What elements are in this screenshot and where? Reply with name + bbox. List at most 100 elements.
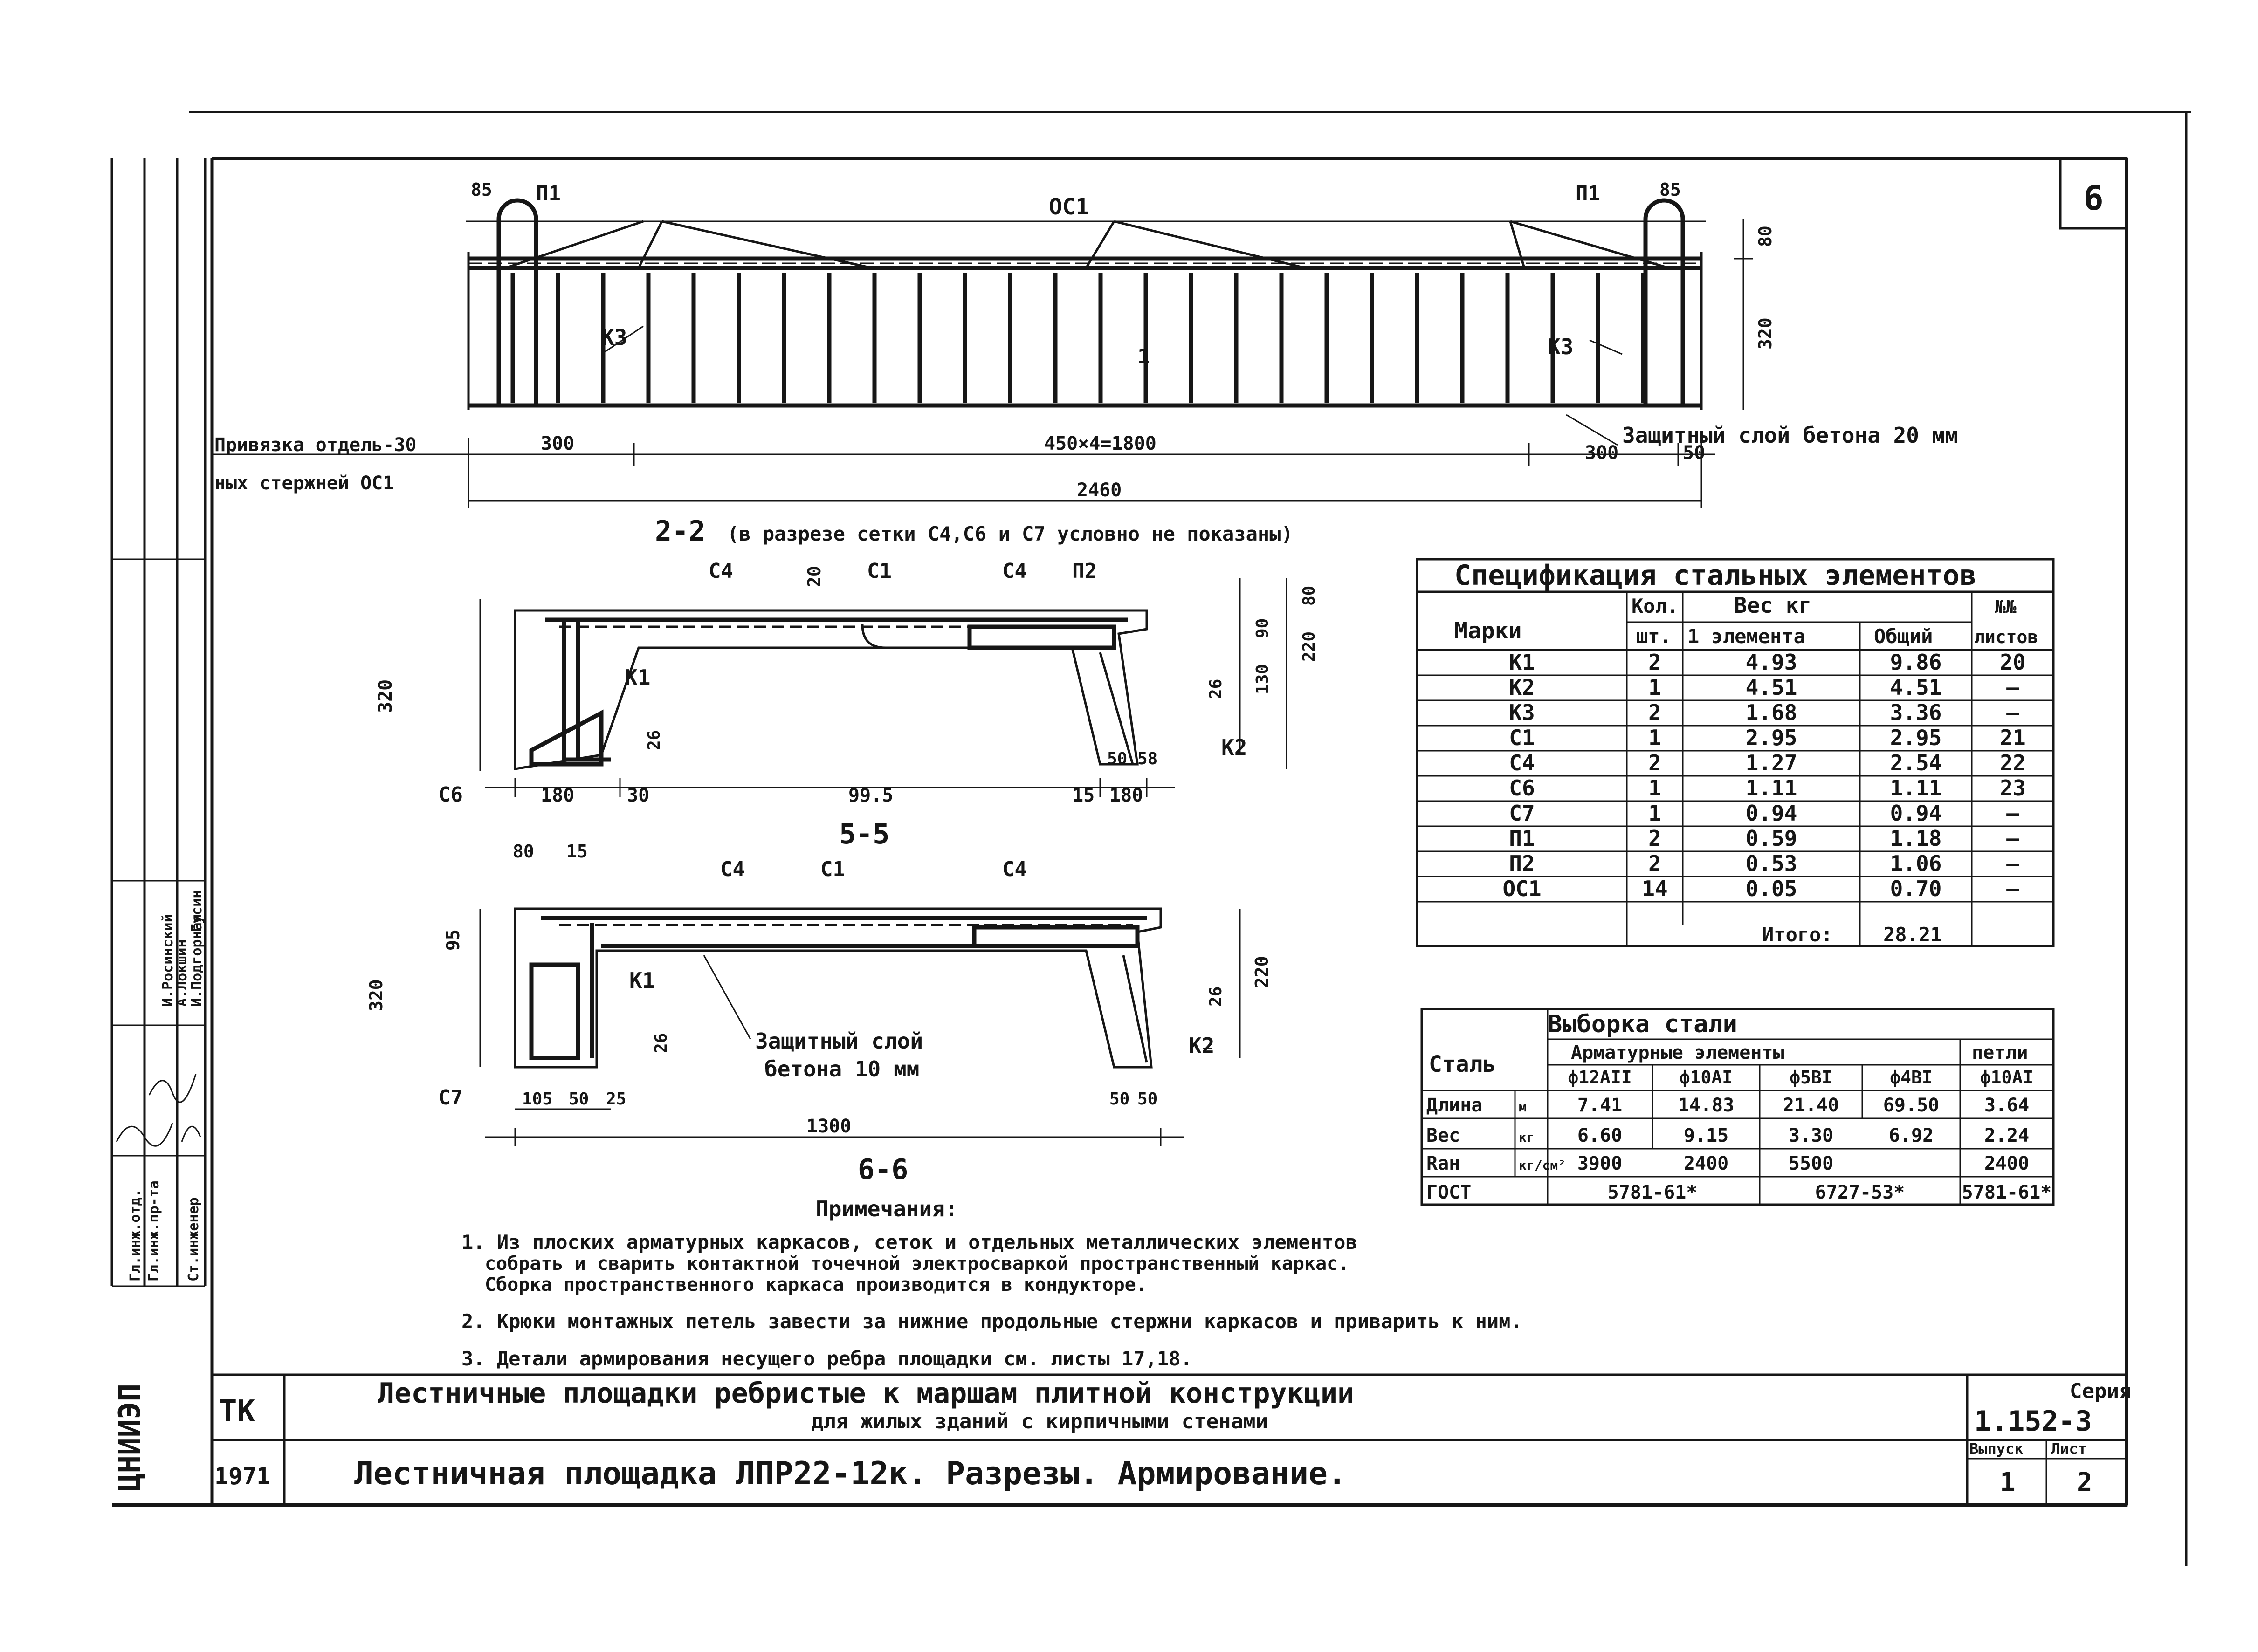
dim-50a: 50 [569, 1090, 589, 1109]
cover-note-2: бетона 10 мм [764, 1056, 919, 1082]
spec-cell: 0.94 [1890, 801, 1942, 826]
steel-cell: 3.64 [1984, 1095, 2029, 1116]
spec-h-qty: Кол. [1632, 595, 1679, 617]
steel-cell: 5500 [1789, 1153, 1833, 1174]
spec-h-sheets2: листов [1974, 627, 2038, 647]
stamp-signature-1 [116, 1123, 173, 1147]
series-label: Серия [2070, 1379, 2131, 1403]
steel-cell: 7.41 [1577, 1095, 1622, 1116]
dim-99-5: 99.5 [848, 785, 893, 806]
section-2-2-title: 2-2 [655, 515, 705, 548]
dim-320: 320 [375, 679, 396, 713]
dim-26b: 26 [652, 1033, 671, 1053]
dim-15: 15 [1072, 785, 1095, 806]
label-c4a: С4 [709, 559, 733, 583]
spec-cell: 1.27 [1746, 750, 1797, 775]
steel-h-arm: Арматурные элементы [1571, 1042, 1784, 1063]
spec-cell: — [2006, 700, 2019, 725]
spec-cell: 0.05 [1746, 876, 1797, 901]
spec-cell: С7 [1509, 801, 1535, 826]
stamp-name-4: И.Подгорная [189, 914, 205, 1007]
dim-25: 25 [606, 1090, 626, 1109]
cover-note-1: Защитный слой [755, 1028, 923, 1054]
binding-line-1: Привязка отдель-30 [214, 434, 416, 456]
label-n1: 1 [1137, 345, 1150, 369]
dim-58: 58 [1137, 749, 1157, 768]
spec-cell: 2 [1648, 826, 1661, 851]
spec-cell: 1 [1648, 775, 1661, 801]
spec-cell: 1 [1648, 675, 1661, 700]
steel-col-header: ф10АI [1680, 1067, 1733, 1088]
label-c1: С1 [820, 857, 845, 881]
spec-cell: 1 [1648, 801, 1661, 826]
stamp-signature-3 [181, 1126, 201, 1142]
dim-26b: 26 [645, 730, 664, 750]
dim-80: 80 [1300, 586, 1319, 606]
issue-label: Выпуск [1969, 1440, 2024, 1458]
issue-value: 1 [2000, 1467, 2016, 1498]
title-block: ТК 1971 Лестничные площадки ребристые к … [211, 1373, 2131, 1507]
spec-cell: 0.70 [1890, 876, 1942, 901]
dim-180b: 180 [1109, 785, 1143, 806]
dim-90: 90 [1253, 618, 1272, 638]
dim-320: 320 [1755, 317, 1776, 350]
spec-cell: 2.95 [1890, 725, 1942, 750]
title-line-2: для жилых зданий с кирпичными стенами [811, 1410, 1268, 1433]
spec-cell: П2 [1509, 851, 1535, 876]
spec-cell: 0.94 [1746, 801, 1797, 826]
spec-h-marks: Марки [1454, 618, 1522, 644]
spec-cell: 3.36 [1890, 700, 1942, 725]
label-p2: П2 [1072, 559, 1097, 583]
spec-h-w1: 1 элемента [1687, 625, 1805, 648]
steel-title: Выборка стали [1548, 1010, 1737, 1038]
steel-row-label: Rан [1426, 1153, 1460, 1174]
dim-220: 220 [1300, 631, 1319, 662]
left-stamp: Гл.инж.отд. Гл.инж.пр-та Ст.инженер И.Ро… [110, 158, 207, 1491]
steel-cell: 3900 [1577, 1153, 1622, 1174]
stamp-name-3: Гусин [189, 890, 205, 932]
dim-80: 80 [513, 841, 534, 862]
steel-col-header: ф12АII [1568, 1067, 1632, 1088]
steel-h-steel: Сталь [1429, 1051, 1496, 1077]
sheet-value: 2 [2077, 1467, 2093, 1498]
steel-cell: 69.50 [1883, 1095, 1939, 1116]
spec-cell: 1.18 [1890, 826, 1942, 851]
steel-cell: 14.83 [1678, 1095, 1734, 1116]
spec-cell: 0.59 [1746, 826, 1797, 851]
dim-15: 15 [566, 841, 588, 862]
note-1-line-2: собрать и сварить контактной точечной эл… [485, 1253, 1349, 1275]
spec-cell: С4 [1509, 750, 1535, 775]
section-top: П1 П1 ОС1 К3 К3 1 85 85 80 320 Привязка … [212, 179, 1958, 508]
spec-cell: 1.06 [1890, 851, 1942, 876]
section-6-6-title: 6-6 [858, 1153, 908, 1186]
steel-cell: 2400 [1984, 1153, 2029, 1174]
spec-cell: 2.54 [1890, 750, 1942, 775]
spec-cell: 2 [1648, 700, 1661, 725]
note-1-line-1: 1. Из плоских арматурных каркасов, сеток… [461, 1231, 1357, 1254]
spec-h-sheets1: №№ [1995, 596, 2017, 617]
title-line-1: Лестничные площадки ребристые к маршам п… [378, 1377, 1354, 1410]
dim-26a: 26 [1206, 679, 1225, 699]
label-p1-left: П1 [536, 182, 561, 206]
label-k1: К1 [629, 968, 655, 993]
steel-cell: 21.40 [1783, 1095, 1839, 1116]
title-code: ТК [219, 1394, 255, 1429]
section-5-5-title: 5-5 [839, 818, 889, 850]
label-c7: С7 [438, 1086, 463, 1110]
spec-cell: П1 [1509, 826, 1535, 851]
dim-130: 130 [1253, 664, 1272, 694]
steel-cell: 2400 [1684, 1153, 1728, 1174]
spec-cell: 1 [1648, 725, 1661, 750]
cover-note-top: Защитный слой бетона 20 мм [1622, 423, 1958, 448]
dim-80: 80 [1755, 226, 1776, 247]
label-k3-left: К3 [601, 325, 627, 350]
spec-h-w2: Общий [1874, 625, 1933, 648]
note-3: 3. Детали армирования несущего ребра пло… [461, 1347, 1192, 1370]
steel-cell: 9.15 [1684, 1125, 1728, 1146]
section-2-2-note: (в разрезе сетки С4,С6 и С7 условно не п… [727, 522, 1293, 545]
dim-220: 220 [1252, 956, 1272, 988]
section-2-2: 2-2 (в разрезе сетки С4,С6 и С7 условно … [375, 515, 1319, 807]
spec-cell: 2 [1648, 851, 1661, 876]
label-c4a: С4 [720, 857, 745, 881]
spec-cell: 23 [2000, 775, 2025, 801]
